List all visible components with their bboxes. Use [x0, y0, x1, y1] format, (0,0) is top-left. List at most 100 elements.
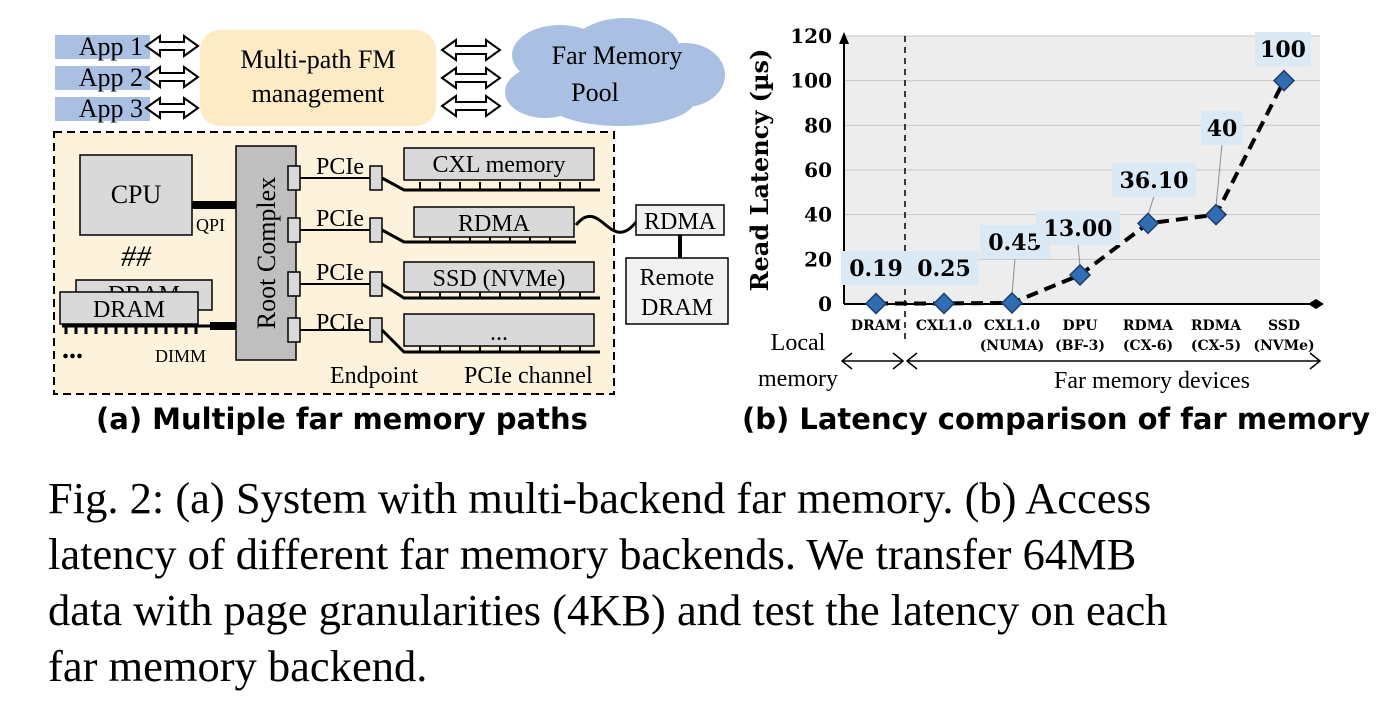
caption-line-1: Fig. 2: (a) System with multi-backend fa… — [48, 473, 1152, 523]
app-3-label: App 3 — [79, 94, 143, 123]
app-2-box — [55, 66, 150, 90]
data-label-box — [1201, 111, 1243, 145]
root-complex-label: Root Complex — [252, 177, 281, 329]
dram-front-box — [59, 291, 199, 325]
caption-line-4: far memory backend. — [48, 641, 428, 691]
endpoint-icon — [369, 217, 383, 243]
port-icon — [287, 271, 301, 297]
app-1-label: App 1 — [79, 32, 143, 61]
dram-front-label: DRAM — [93, 297, 165, 323]
cxl-memory-box — [403, 147, 595, 181]
x-tick-label: CXL1.0 — [916, 318, 972, 334]
data-point — [864, 292, 888, 315]
port-icon — [287, 165, 301, 191]
fm-management-line2: management — [252, 79, 386, 108]
y-tick-label: 20 — [804, 247, 832, 271]
double-arrow-icon — [144, 34, 200, 58]
pcie-label-3: PCIe — [316, 260, 364, 286]
leader-line — [1147, 195, 1155, 216]
double-arrow-icon — [440, 38, 502, 62]
subtitle-a: (a) Multiple far memory paths — [96, 402, 588, 436]
network-link — [574, 215, 638, 234]
endpoint-label: Endpoint — [330, 363, 418, 389]
root-complex-box — [235, 145, 297, 361]
data-point — [1068, 263, 1092, 287]
pool-arrows — [440, 38, 502, 118]
fm-management-line1: Multi-path FM — [240, 45, 395, 74]
data-label: 0.19 — [849, 256, 903, 282]
pcie-channel-label: PCIe channel — [464, 363, 593, 389]
x-tick-label: DPU — [1063, 318, 1098, 334]
figure-caption: Fig. 2: (a) System with multi-backend fa… — [48, 470, 1348, 694]
data-label-box — [1036, 211, 1120, 245]
y-tick-label: 100 — [790, 69, 832, 93]
x-axis-end-icon — [1308, 299, 1324, 309]
fm-management-box — [200, 30, 436, 126]
pcie-label-1: PCIe — [316, 154, 364, 180]
data-label-box — [909, 251, 979, 285]
data-label: 40 — [1207, 116, 1238, 142]
data-point — [1136, 212, 1160, 235]
subtitle-b: (b) Latency comparison of far memory — [742, 402, 1371, 436]
remote-dram-line2: DRAM — [641, 295, 713, 321]
data-label: 36.10 — [1120, 168, 1189, 194]
ssd-label: SSD (NVMe) — [433, 266, 566, 292]
data-label-box — [1255, 32, 1311, 66]
diagram-multiple-paths: App 1 App 2 App 3 Multi-path FM manageme… — [53, 18, 729, 395]
x-tick-label: RDMA — [1123, 318, 1174, 334]
caption-line-3: data with page granularities (4KB) and t… — [48, 585, 1168, 635]
app-1-box — [55, 35, 150, 59]
other-device-label: ... — [490, 320, 508, 346]
endpoint-icon — [369, 165, 383, 191]
x-tick-label: RDMA — [1191, 318, 1242, 334]
rdma-box — [413, 206, 575, 238]
x-tick-label: CXL1.0 — [984, 318, 1040, 334]
port-icon — [287, 217, 301, 243]
data-point — [932, 292, 956, 315]
leader-line — [1011, 257, 1016, 296]
y-axis-label: Read Latency (µs) — [745, 49, 774, 292]
rdma-label: RDMA — [458, 211, 531, 237]
y-axis-arrow-icon — [839, 32, 849, 44]
data-point — [1000, 291, 1024, 315]
dram-dots: ... — [62, 334, 83, 365]
local-memory-line1: Local — [771, 330, 826, 356]
x-tick-label: DRAM — [851, 318, 901, 334]
double-arrow-icon — [144, 96, 200, 120]
app-2-label: App 2 — [79, 63, 143, 92]
caption-line-2: latency of different far memory backends… — [48, 529, 1137, 579]
leader-line — [1215, 143, 1223, 207]
other-device-box — [403, 313, 595, 347]
x-tick-label: SSD — [1268, 318, 1300, 334]
double-arrow-icon — [440, 94, 502, 118]
x-tick-label: (CX-5) — [1191, 338, 1241, 354]
cxl-memory-label: CXL memory — [432, 152, 565, 178]
far-memory-devices-label: Far memory devices — [1054, 368, 1250, 394]
double-arrow-icon — [440, 66, 502, 90]
y-tick-label: 0 — [818, 292, 832, 316]
x-tick-label: (CX-6) — [1123, 338, 1173, 354]
y-tick-label: 80 — [804, 113, 832, 137]
remote-rdma-label: RDMA — [644, 209, 717, 235]
remote-rdma-box — [635, 204, 725, 236]
x-tick-label: (NVMe) — [1253, 338, 1314, 354]
pcie-row-2: PCIe RDMA — [287, 206, 576, 244]
hash-symbol: ## — [121, 240, 152, 273]
remote-dram-line1: Remote — [640, 265, 715, 291]
dimm-label: DIMM — [155, 346, 206, 366]
qpi-label: QPI — [196, 215, 225, 235]
cloud-icon — [505, 18, 725, 126]
local-memory-arrow — [840, 352, 905, 370]
leader-line — [1077, 243, 1081, 268]
remote-dram-box — [625, 257, 729, 325]
local-memory-line2: memory — [758, 366, 838, 392]
pcie-label-4: PCIe — [316, 310, 364, 336]
dram-pins — [62, 324, 210, 334]
pcie-row-1: PCIe CXL memory — [287, 147, 600, 192]
data-label-box — [1112, 163, 1196, 197]
data-point — [1204, 203, 1228, 226]
pcie-row-3: PCIe SSD (NVMe) — [287, 260, 600, 300]
